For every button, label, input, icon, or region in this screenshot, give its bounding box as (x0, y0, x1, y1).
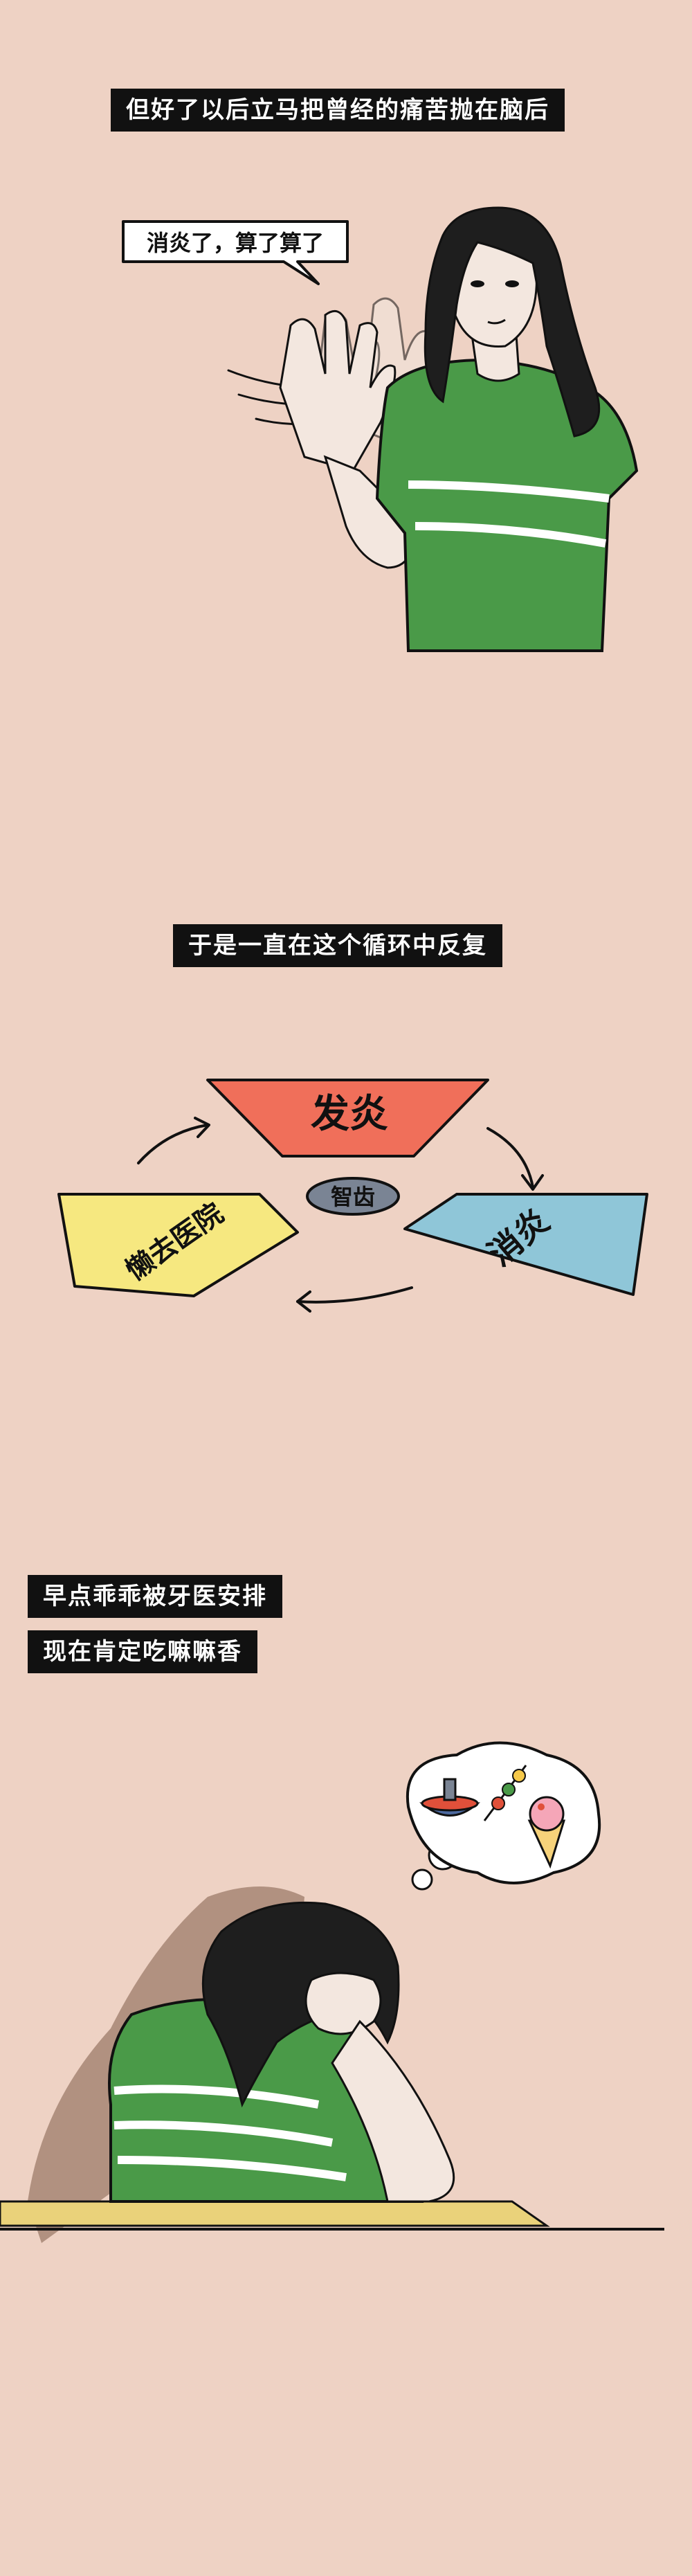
long-dark-hair (424, 206, 601, 438)
ice-cream-icon (527, 1796, 566, 1869)
cycle-label-inflamed: 发炎 (311, 1092, 388, 1137)
skewer-icon (483, 1765, 527, 1821)
hotpot-icon (419, 1778, 480, 1817)
panel3-caption-line2: 现在肯定吃嘛嘛香 (28, 1630, 257, 1673)
desk (0, 2200, 664, 2231)
cycle-diagram: 发炎 消炎 懒去医院 智齿 (57, 1079, 648, 1313)
panel1-illustration: 消炎了，算了算了 (122, 206, 639, 652)
panel2-caption: 于是一直在这个循环中反复 (173, 924, 502, 967)
speech-bubble: 消炎了，算了算了 (122, 220, 349, 285)
cycle-center-wisdom-tooth: 智齿 (306, 1177, 400, 1216)
girl-waving (375, 206, 639, 652)
cycle-segment-recovered: 消炎 (403, 1193, 648, 1296)
cycle-segment-lazy: 懒去医院 (57, 1193, 299, 1297)
panel3-caption-line1: 早点乖乖被牙医安排 (28, 1575, 282, 1618)
cycle-center-label: 智齿 (331, 1184, 375, 1210)
panel1-caption: 但好了以后立马把曾经的痛苦抛在脑后 (111, 89, 565, 132)
arrow-right-to-left (296, 1286, 413, 1304)
cycle-segment-inflamed: 发炎 (206, 1079, 489, 1158)
speech-text: 消炎了，算了算了 (147, 230, 324, 256)
girl-facepalm (108, 1901, 455, 2203)
arrow-left-to-top (137, 1124, 209, 1164)
thought-bubble (406, 1741, 601, 1891)
panel3-illustration (0, 1741, 664, 2243)
cycle-arrows (137, 1117, 544, 1313)
arrow-top-to-right (486, 1127, 534, 1189)
